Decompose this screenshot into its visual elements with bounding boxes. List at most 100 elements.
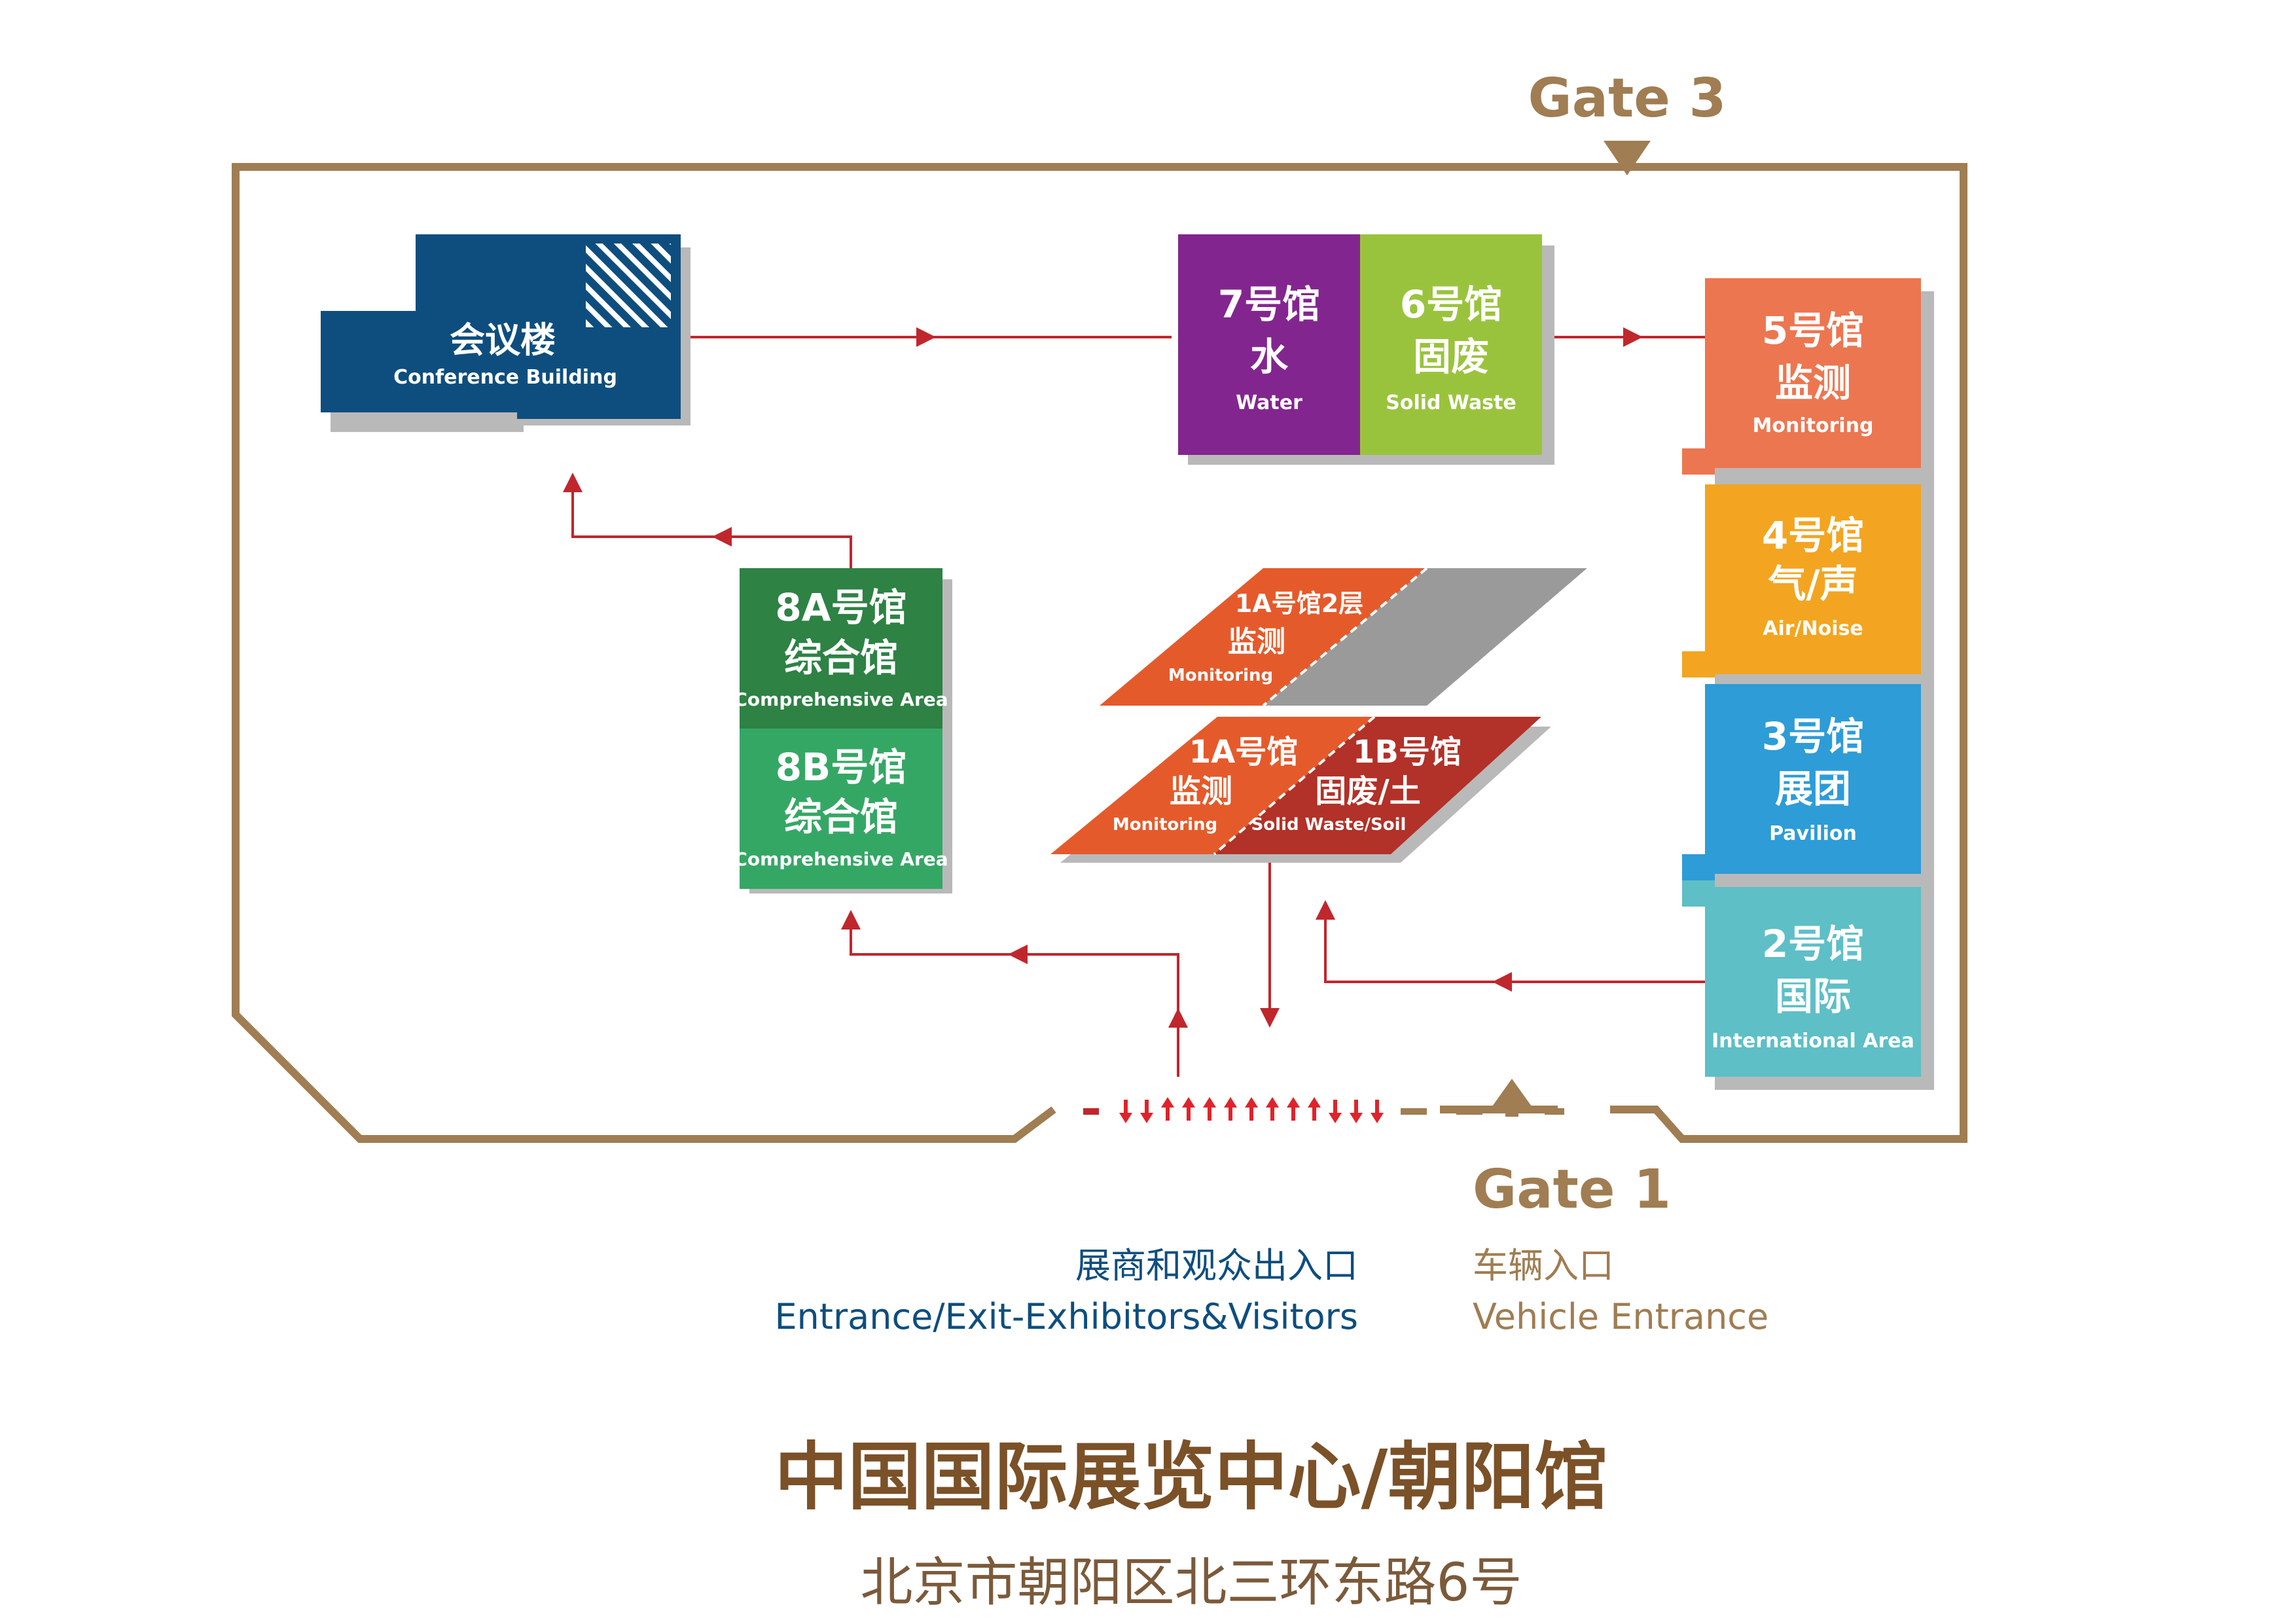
gate-3-arrow-icon [1604, 141, 1651, 175]
hall-8b-cn2: 综合馆 [784, 795, 898, 839]
route-arrow-icon [841, 910, 861, 929]
up-arrow-icon [1224, 1097, 1237, 1121]
hall-8a-block [740, 568, 942, 729]
hall-4-cn1: 4号馆 [1762, 513, 1864, 558]
gate-3-label: Gate 3 [1528, 67, 1726, 130]
up-arrow-icon [1266, 1097, 1279, 1121]
hall-1a-2f-block [1100, 568, 1427, 706]
hall-5-tab [1682, 448, 1715, 475]
hall-8a[interactable]: 8A号馆 综合馆 Comprehensive Area [734, 568, 948, 729]
vehicle-entrance-arrow [1456, 1079, 1564, 1117]
conference-cn: 会议楼 [450, 319, 556, 361]
route-arrow-icon [1316, 900, 1335, 920]
vehicle-label-en: Vehicle Entrance [1473, 1296, 1768, 1337]
venue-address: 北京市朝阳区北三环东路6号 [861, 1552, 1522, 1613]
route-arrow-icon [1623, 327, 1643, 347]
hall-8a-cn1: 8A号馆 [775, 585, 906, 630]
hall-7-cn1: 7号馆 [1218, 282, 1320, 327]
hall-2-block [1705, 887, 1921, 1077]
hall-1a-cn2: 监测 [1170, 773, 1232, 810]
hall-6-block [1360, 234, 1542, 455]
hall-2[interactable]: 2号馆 国际 International Area [1682, 880, 1921, 1077]
up-arrow-icon [1492, 1079, 1532, 1106]
hall-3-cn2: 展团 [1775, 767, 1851, 811]
route-arrow-icon [1008, 945, 1028, 964]
gate-1-label: Gate 1 [1473, 1159, 1671, 1221]
hall-1b-cn1: 1B号馆 [1353, 734, 1462, 770]
hall-1a[interactable]: 1A号馆 监测 Monitoring [1050, 717, 1374, 854]
hall-6-cn1: 6号馆 [1400, 282, 1502, 327]
hall-5-cn1: 5号馆 [1762, 308, 1864, 353]
hall-4-tab [1682, 651, 1715, 677]
hall-1a-2f-cn2: 监测 [1228, 625, 1285, 659]
route-arrow-icon [1168, 1008, 1188, 1028]
down-arrow-icon [1329, 1100, 1342, 1123]
route-arrow-icon [1492, 972, 1512, 992]
hall-8b-cn1: 8B号馆 [776, 745, 907, 789]
entrance-arrows [1119, 1097, 1384, 1123]
hall-8a-cn2: 综合馆 [784, 636, 898, 680]
vehicle-dash [1456, 1108, 1482, 1115]
down-arrow-icon [1140, 1100, 1153, 1123]
hall-4[interactable]: 4号馆 气/声 Air/Noise [1682, 484, 1921, 677]
up-arrow-icon [1245, 1097, 1258, 1121]
route-arrow-icon [1260, 1008, 1280, 1028]
hall-2-en: International Area [1712, 1030, 1914, 1053]
route-arrow-icon [712, 527, 732, 547]
up-arrow-stem [1505, 1105, 1518, 1117]
upper-grey-area [1263, 568, 1587, 706]
hall-1b-en: Solid Waste/Soil [1251, 815, 1407, 835]
hall-4-block [1705, 484, 1921, 674]
route-entrance-to-8b [850, 913, 1179, 1077]
hall-7-cn2: 水 [1250, 334, 1289, 379]
hall-1a-block [1050, 717, 1374, 854]
hall-8b[interactable]: 8B号馆 综合馆 Comprehensive Area [734, 729, 948, 889]
gate-3: Gate 3 [1528, 67, 1727, 175]
hall-3[interactable]: 3号馆 展团 Pavilion [1682, 684, 1921, 880]
hall-2-tab [1682, 880, 1715, 907]
hall-4-en: Air/Noise [1763, 617, 1863, 640]
hall-1a-2f[interactable]: 1A号馆2层 监测 Monitoring [1100, 567, 1587, 707]
down-arrow-icon [1119, 1100, 1132, 1123]
hall-1a-2f-cn1: 1A号馆2层 [1235, 589, 1363, 618]
hall-1b[interactable]: 1B号馆 固废/土 Solid Waste/Soil [1213, 715, 1541, 856]
hall-6-cn2: 固废 [1413, 334, 1489, 379]
hall-8b-en: Comprehensive Area [734, 848, 948, 870]
hall-3-cn1: 3号馆 [1762, 714, 1864, 759]
vehicle-label-cn: 车辆入口 [1473, 1245, 1614, 1286]
route-8a-to-conf [571, 478, 852, 568]
up-arrow-icon [1203, 1097, 1216, 1121]
hall-1a-cn1: 1A号馆 [1189, 734, 1299, 770]
route-arrowheads [563, 327, 1643, 1028]
hall-1a-2f-en: Monitoring [1168, 666, 1273, 685]
hall-1-divider [1213, 715, 1376, 856]
hall-6[interactable]: 6号馆 固废 Solid Waste [1360, 234, 1542, 455]
entrance-dashes [1083, 1108, 1427, 1115]
venue-title: 中国国际展览中心/朝阳馆 [775, 1435, 1608, 1520]
entrance-label-en: Entrance/Exit-Exhibitors&Visitors [774, 1296, 1358, 1337]
hall-1b-block [1214, 717, 1541, 854]
route-hall2-to-hall1 [1324, 903, 1705, 983]
hall-2-cn2: 国际 [1775, 974, 1851, 1019]
up-arrow-icon [1161, 1097, 1174, 1121]
hatched-area [586, 244, 671, 327]
hall-5-en: Monitoring [1753, 414, 1874, 437]
hall-6-en: Solid Waste [1386, 391, 1516, 414]
hall-1a-2f-divider [1262, 567, 1428, 707]
route-arrow-icon [916, 327, 936, 347]
up-arrow-icon [1182, 1097, 1195, 1121]
route-arrow-icon [563, 473, 583, 492]
up-arrow-icon [1287, 1097, 1300, 1121]
hall-3-block [1705, 684, 1921, 874]
hall-2-cn1: 2号馆 [1762, 922, 1864, 966]
down-arrow-icon [1350, 1100, 1363, 1123]
down-arrow-icon [1371, 1100, 1384, 1123]
hall-4-cn2: 气/声 [1768, 562, 1857, 606]
hall-3-en: Pavilion [1769, 822, 1857, 845]
entrance-label-cn: 展商和观众出入口 [1075, 1245, 1358, 1286]
conference-building[interactable]: 会议楼 Conference Building [321, 234, 691, 432]
hall-5[interactable]: 5号馆 监测 Monitoring [1682, 278, 1921, 475]
conference-en: Conference Building [393, 366, 617, 389]
hall-1a-en: Monitoring [1113, 815, 1217, 835]
